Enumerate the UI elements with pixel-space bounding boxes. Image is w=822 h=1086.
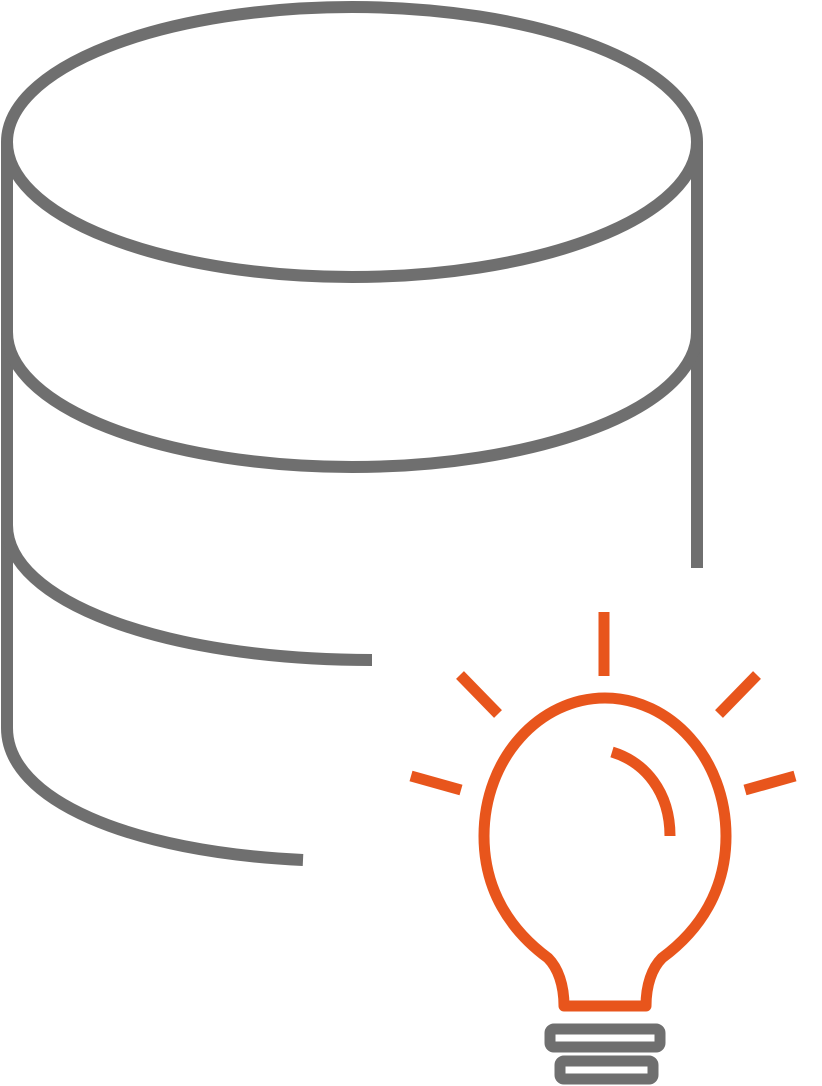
bulb-base-ring-2 [554,1055,659,1085]
bulb-glass [478,692,732,1012]
lightbulb-icon [409,612,797,1085]
database-icon [1,1,703,866]
database-layer-2 [1,524,373,666]
bulb-highlight [610,746,676,837]
bulb-ray-upper-left [456,671,502,718]
bulb-ray-upper-right [715,671,761,718]
bulb-ray-right [743,770,797,796]
database-top-ellipse [1,1,703,283]
bulb-ray-left [409,770,463,796]
database-layer-1 [1,331,703,473]
bulb-base-ring-1 [544,1023,666,1053]
database-bottom [1,727,304,866]
